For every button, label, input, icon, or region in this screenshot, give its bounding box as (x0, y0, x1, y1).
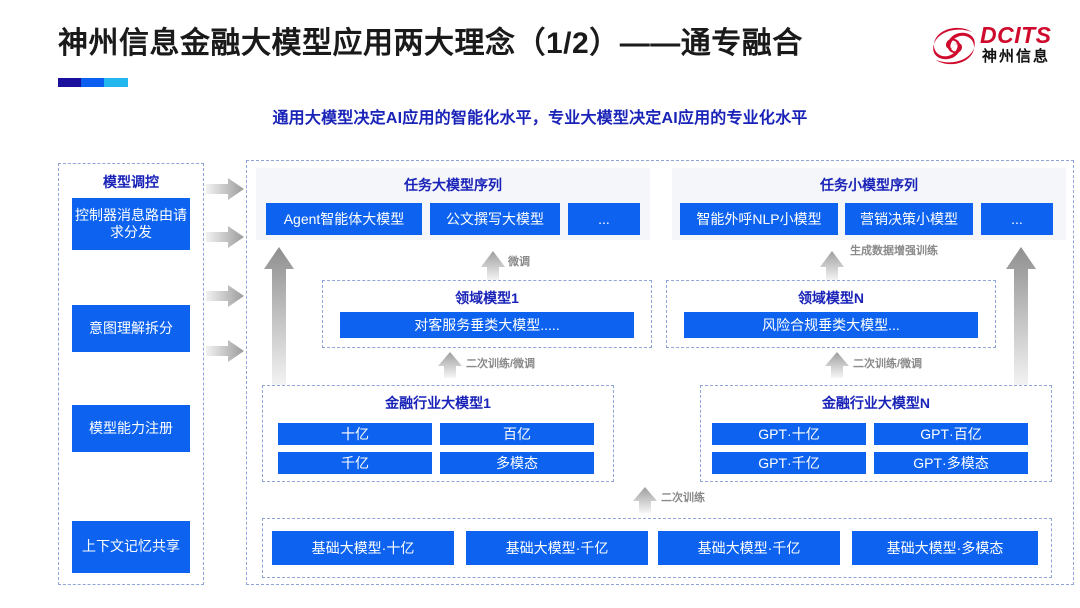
task-big-item-more[interactable]: ... (568, 203, 640, 235)
page-title: 神州信息金融大模型应用两大理念（1/2）——通专融合 (58, 27, 803, 60)
task-small-item-nlp[interactable]: 智能外呼NLP小模型 (680, 203, 838, 235)
flow-arrow-right-1 (206, 178, 244, 200)
logo-swirl-icon (933, 27, 975, 65)
base-model-item-3[interactable]: 基础大模型·多模态 (852, 531, 1038, 565)
arrow-label-retrain-1: 二次训练/微调 (466, 358, 536, 370)
flow-arrow-up-data-augment (820, 251, 844, 281)
control-item-context[interactable]: 上下文记忆共享 (72, 521, 190, 573)
industry-n-item-3[interactable]: GPT·多模态 (874, 452, 1028, 474)
logo-text-cn: 神州信息 (982, 48, 1051, 65)
dcits-logo: DCITS 神州信息 (932, 22, 1068, 74)
base-model-item-0[interactable]: 基础大模型·十亿 (272, 531, 454, 565)
control-item-router[interactable]: 控制器消息路由请求分发 (72, 198, 190, 250)
base-model-item-1[interactable]: 基础大模型·千亿 (466, 531, 648, 565)
industry-model-n-title: 金融行业大模型N (821, 395, 931, 411)
domain-model-1-title: 领域模型1 (455, 290, 519, 306)
flow-arrow-right-4 (206, 340, 244, 362)
domain-model-n-item[interactable]: 风险合规垂类大模型... (684, 312, 978, 338)
title-accent-bar (58, 78, 128, 87)
page-subtitle: 通用大模型决定AI应用的智能化水平，专业大模型决定AI应用的专业化水平 (272, 110, 808, 127)
flow-arrow-up-retrain-base (633, 487, 657, 513)
task-small-item-more[interactable]: ... (981, 203, 1053, 235)
task-big-item-doc[interactable]: 公文撰写大模型 (430, 203, 560, 235)
logo-text-en: DCITS (980, 22, 1052, 48)
arrow-label-retrain-2: 二次训练/微调 (853, 358, 923, 370)
domain-model-1-item[interactable]: 对客服务垂类大模型..... (340, 312, 634, 338)
industry-n-item-2[interactable]: GPT·千亿 (712, 452, 866, 474)
flow-arrow-up-finetune (481, 251, 505, 281)
flow-arrow-up-tall-right (1006, 247, 1036, 387)
arrow-label-retrain-base: 二次训练 (661, 492, 705, 504)
industry-1-item-0[interactable]: 十亿 (278, 423, 432, 445)
domain-model-n-title: 领域模型N (797, 290, 865, 306)
control-item-registry[interactable]: 模型能力注册 (72, 405, 190, 452)
task-small-item-marketing[interactable]: 营销决策小模型 (845, 203, 973, 235)
task-big-model-title: 任务大模型序列 (404, 177, 502, 193)
task-big-item-agent[interactable]: Agent智能体大模型 (266, 203, 422, 235)
task-small-model-title: 任务小模型序列 (820, 177, 918, 193)
industry-n-item-0[interactable]: GPT·十亿 (712, 423, 866, 445)
base-model-item-2[interactable]: 基础大模型·千亿 (658, 531, 840, 565)
industry-n-item-1[interactable]: GPT·百亿 (874, 423, 1028, 445)
industry-1-item-2[interactable]: 千亿 (278, 452, 432, 474)
arrow-label-data-augment: 生成数据增强训练 (850, 245, 938, 257)
control-item-intent[interactable]: 意图理解拆分 (72, 305, 190, 352)
flow-arrow-up-retrain-2 (825, 352, 849, 378)
flow-arrow-up-tall-left (264, 247, 294, 387)
flow-arrow-right-2 (206, 226, 244, 248)
flow-arrow-right-3 (206, 285, 244, 307)
page-header: 神州信息金融大模型应用两大理念（1/2）——通专融合 通用大模型决定AI应用的智… (0, 0, 1080, 150)
industry-1-item-1[interactable]: 百亿 (440, 423, 594, 445)
industry-model-1-title: 金融行业大模型1 (385, 395, 491, 411)
flow-arrow-up-retrain-1 (438, 352, 462, 378)
model-control-title: 模型调控 (103, 174, 159, 190)
industry-1-item-3[interactable]: 多模态 (440, 452, 594, 474)
arrow-label-finetune: 微调 (508, 256, 530, 268)
